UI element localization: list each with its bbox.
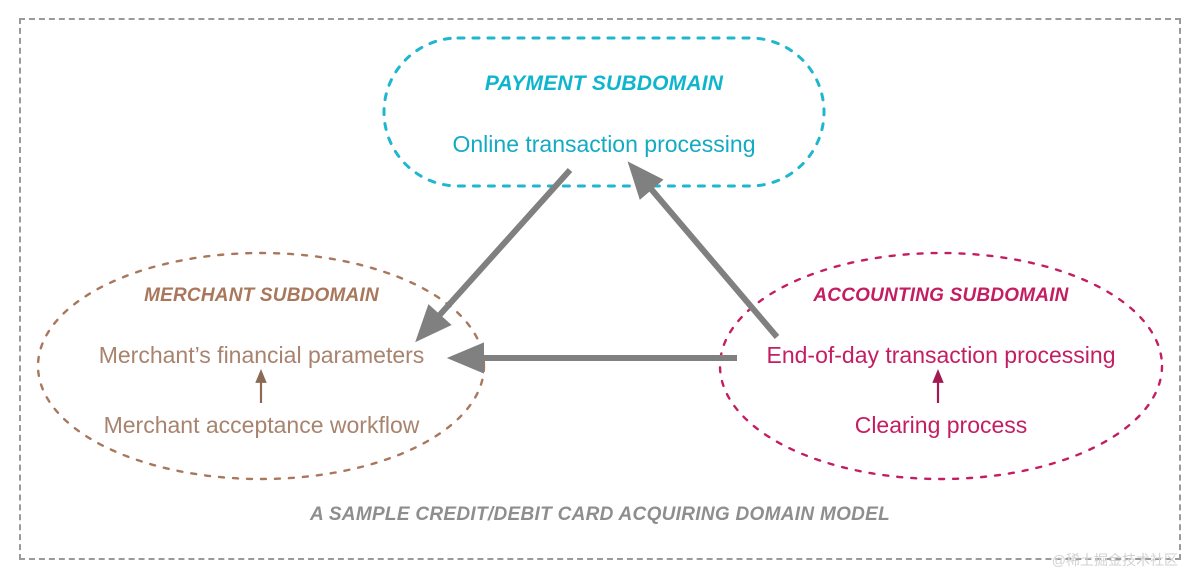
- accounting-subdomain-title: ACCOUNTING SUBDOMAIN: [813, 285, 1069, 306]
- diagram-caption: A SAMPLE CREDIT/DEBIT CARD ACQUIRING DOM…: [309, 504, 891, 525]
- accounting-subdomain-line-1: End-of-day transaction processing: [766, 342, 1116, 368]
- merchant-subdomain-line-1: Merchant’s financial parameters: [98, 342, 425, 368]
- payment-subdomain-boundary: [382, 36, 826, 188]
- watermark: @稀土掘金技术社区: [1051, 552, 1178, 568]
- outer-dashed-frame: [19, 18, 1181, 560]
- arrow-accounting-to-payment: [627, 161, 780, 339]
- accounting-subdomain-boundary: [718, 251, 1164, 481]
- arrow-payment-to-merchant: [415, 167, 573, 343]
- accounting-subdomain-line-2: Clearing process: [854, 412, 1028, 438]
- merchant-subdomain-line-2: Merchant acceptance workflow: [103, 412, 420, 438]
- merchant-subdomain-title: MERCHANT SUBDOMAIN: [144, 285, 379, 306]
- payment-subdomain-line-1: Online transaction processing: [452, 131, 756, 157]
- payment-subdomain-title: PAYMENT SUBDOMAIN: [484, 72, 724, 95]
